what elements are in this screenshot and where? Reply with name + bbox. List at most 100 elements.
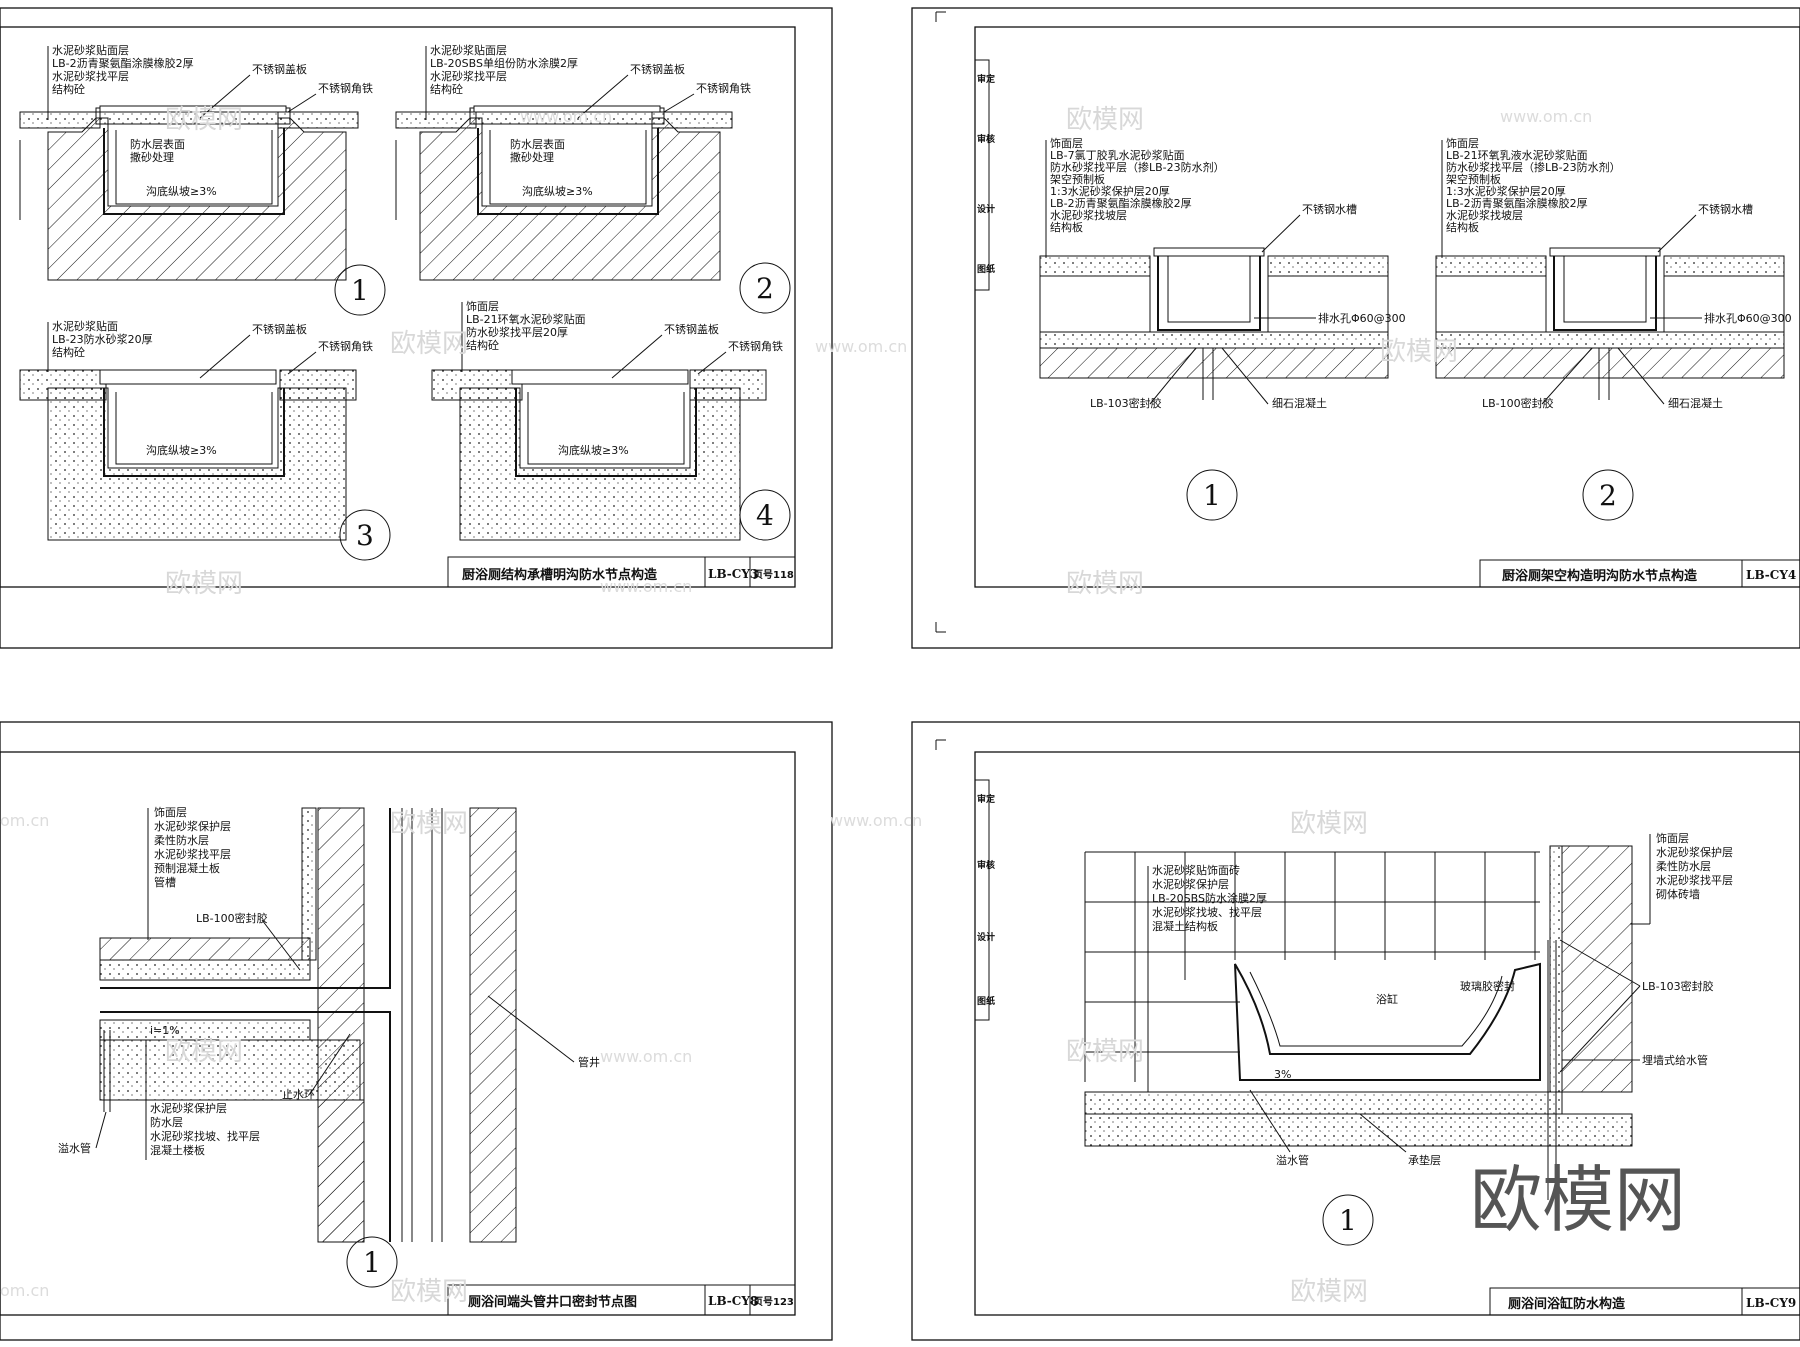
angle-label: 不锈钢角铁 bbox=[318, 82, 373, 95]
slope-label: 沟底纵坡≥3% bbox=[146, 184, 217, 198]
layer-label: 结构板 bbox=[1446, 220, 1479, 234]
layer-label: 水泥砂浆找平层 bbox=[154, 847, 231, 861]
layer-label: 水泥砂浆保护层 bbox=[154, 819, 231, 833]
detail-1: 饰面层 LB-7氯丁胶乳水泥砂浆贴面 防水砂浆找平层（掺LB-23防水剂） 架空… bbox=[1039, 136, 1406, 521]
layer-label: LB-21环氧水泥砂浆贴面 bbox=[466, 312, 586, 326]
detail-number: 1 bbox=[1203, 479, 1221, 512]
layer-label: 水泥砂浆贴面层 bbox=[430, 43, 507, 57]
watermark-layer: 欧模网 www.om.cn 欧模网 www.om.cn 欧模网 www.om.c… bbox=[0, 105, 1686, 1307]
layer-label: 混凝土结构板 bbox=[1152, 919, 1218, 933]
slope-label: 沟底纵坡≥3% bbox=[558, 443, 629, 457]
tub-label: 浴缸 bbox=[1376, 992, 1398, 1006]
concrete-label: 细石混凝土 bbox=[1272, 396, 1327, 410]
watermark-brand: 欧模网 bbox=[1380, 337, 1458, 367]
slope-label: i=1% bbox=[150, 1024, 180, 1037]
watermark-brand: 欧模网 bbox=[1066, 1037, 1144, 1067]
watermark-site: www.om.cn bbox=[520, 107, 612, 126]
layer-label: 水泥砂浆找坡、找平层 bbox=[1152, 905, 1262, 919]
sheet-title: 厨浴厕架空构造明沟防水节点构造 bbox=[1502, 568, 1698, 584]
sheet-title: 厕浴间端头管井口密封节点图 bbox=[468, 1294, 637, 1310]
glass-seal-label: 玻璃胶密封 bbox=[1460, 979, 1515, 993]
layer-label: 水泥砂浆找坡层 bbox=[1050, 208, 1127, 222]
layer-label: 水泥砂浆保护层 bbox=[150, 1101, 227, 1115]
note-label: 撒砂处理 bbox=[510, 150, 554, 164]
layer-label: 水泥砂浆贴面 bbox=[52, 319, 118, 333]
detail-number-circle bbox=[339, 509, 391, 561]
sheet-code: LB-CY8 bbox=[708, 1294, 758, 1308]
watermark-brand: 欧模网 bbox=[1066, 105, 1144, 135]
layer-label: 1:3水泥砂浆保护层20厚 bbox=[1446, 184, 1566, 198]
layer-label: 饰面层 bbox=[1446, 136, 1479, 150]
pipe-label: 埋墙式给水管 bbox=[1642, 1053, 1708, 1067]
layer-label: 水泥砂浆找平层 bbox=[430, 69, 507, 83]
title-block: 厕浴间浴缸防水构造 LB-CY9 bbox=[1489, 1287, 1800, 1316]
watermark-brand: 欧模网 bbox=[165, 1037, 243, 1067]
layer-label: 结构砼 bbox=[430, 82, 463, 96]
sheet-outer-border bbox=[911, 7, 1800, 649]
plate-label: 不锈钢盖板 bbox=[252, 62, 307, 76]
layer-label: LB-23防水砂浆20厚 bbox=[52, 332, 153, 346]
page-number: 页号118 bbox=[753, 569, 794, 581]
angle-label: 不锈钢角铁 bbox=[728, 340, 783, 353]
sheet-top-left: 厨浴厕结构承槽明沟防水节点构造 LB-CY3 页号118 水泥砂浆贴面层 LB-… bbox=[0, 7, 833, 649]
sheet-bottom-left: 厕浴间端头管井口密封节点图 LB-CY8 页号123 饰面层 水泥砂浆保护层 柔… bbox=[0, 721, 833, 1341]
layer-label: 结构砼 bbox=[466, 338, 499, 352]
layer-label: 结构板 bbox=[1050, 220, 1083, 234]
watermark-brand: 欧模网 bbox=[165, 105, 243, 135]
layer-label: 结构砼 bbox=[52, 345, 85, 359]
layer-label: LB-2沥青聚氨酯涂膜橡胶2厚 bbox=[52, 56, 194, 70]
sheet-outer-border bbox=[0, 721, 833, 1341]
layer-label: LB-2沥青聚氨酯涂膜橡胶2厚 bbox=[1446, 196, 1588, 210]
plate-label: 不锈钢盖板 bbox=[252, 322, 307, 336]
detail-number: 3 bbox=[356, 519, 374, 552]
tile-wall bbox=[1084, 851, 1540, 1082]
layer-label: 水泥砂浆贴面层 bbox=[52, 43, 129, 57]
detail-1: 水泥砂浆贴面层 LB-2沥青聚氨酯涂膜橡胶2厚 水泥砂浆找平层 结构砼 不锈钢盖… bbox=[19, 43, 386, 316]
side-tab: 审核 bbox=[977, 859, 995, 871]
detail-number-circle bbox=[346, 1236, 398, 1288]
layer-label: 砌体砖墙 bbox=[1656, 887, 1700, 901]
note-label: 防水层表面 bbox=[130, 137, 185, 151]
slope-label: 沟底纵坡≥3% bbox=[522, 184, 593, 198]
layer-label: LB-2沥青聚氨酯涂膜橡胶2厚 bbox=[1050, 196, 1192, 210]
sealant-label: LB-100密封胶 bbox=[196, 911, 268, 925]
layer-label: 架空预制板 bbox=[1050, 172, 1105, 186]
side-tab-strip: 审定 审核 设计 图纸 bbox=[974, 779, 996, 1021]
sheet-bottom-right: 审定 审核 设计 图纸 厕浴间浴缸防水构造 LB-CY9 水泥砂浆贴饰面砖 水泥… bbox=[911, 721, 1800, 1341]
trough-label: 不锈钢水槽 bbox=[1698, 203, 1753, 216]
sheet-inner-border bbox=[0, 26, 796, 588]
detail-2: 水泥砂浆贴面层 LB-20SBS单组份防水涂膜2厚 水泥砂浆找平层 结构砼 不锈… bbox=[395, 43, 791, 314]
detail-number: 2 bbox=[1599, 479, 1617, 512]
slope-label: 沟底纵坡≥3% bbox=[146, 443, 217, 457]
layer-label: 饰面层 bbox=[1050, 136, 1083, 150]
side-tab: 审定 bbox=[977, 793, 996, 805]
plate-label: 不锈钢盖板 bbox=[664, 322, 719, 336]
detail-number-circle bbox=[1582, 469, 1634, 521]
layer-label: 水泥砂浆贴饰面砖 bbox=[1152, 863, 1240, 877]
sheet-code: LB-CY4 bbox=[1746, 568, 1796, 582]
layer-label: 预制混凝土板 bbox=[154, 861, 220, 875]
layer-label: 1:3水泥砂浆保护层20厚 bbox=[1050, 184, 1170, 198]
angle-label: 不锈钢角铁 bbox=[318, 340, 373, 353]
layer-label: 水泥砂浆保护层 bbox=[1656, 845, 1733, 859]
layer-label: 防水砂浆找平层（掺LB-23防水剂） bbox=[1050, 160, 1225, 174]
support-label: 承垫层 bbox=[1408, 1153, 1441, 1167]
concrete-label: 细石混凝土 bbox=[1668, 396, 1723, 410]
layer-label: 饰面层 bbox=[466, 299, 499, 313]
layer-label: LB-7氯丁胶乳水泥砂浆贴面 bbox=[1050, 148, 1185, 162]
detail-number: 2 bbox=[756, 272, 774, 305]
drain-label: 排水孔Φ60@300 bbox=[1704, 311, 1792, 325]
watermark-brand: 欧模网 bbox=[390, 329, 468, 359]
layer-label: 架空预制板 bbox=[1446, 172, 1501, 186]
watermark-brand: 欧模网 bbox=[1066, 569, 1144, 599]
watermark-brand: 欧模网 bbox=[1290, 809, 1368, 839]
layer-label: 饰面层 bbox=[1656, 831, 1689, 845]
layer-label: 水泥砂浆找平层 bbox=[1656, 873, 1733, 887]
sheet-outer-border bbox=[0, 7, 833, 649]
sheet-inner-border bbox=[974, 751, 1800, 1316]
layer-label: 水泥砂浆保护层 bbox=[1152, 877, 1229, 891]
layer-label: 防水砂浆找平层20厚 bbox=[466, 325, 568, 339]
sheet-code: LB-CY3 bbox=[708, 567, 758, 581]
shaft-label: 管井 bbox=[578, 1055, 600, 1069]
